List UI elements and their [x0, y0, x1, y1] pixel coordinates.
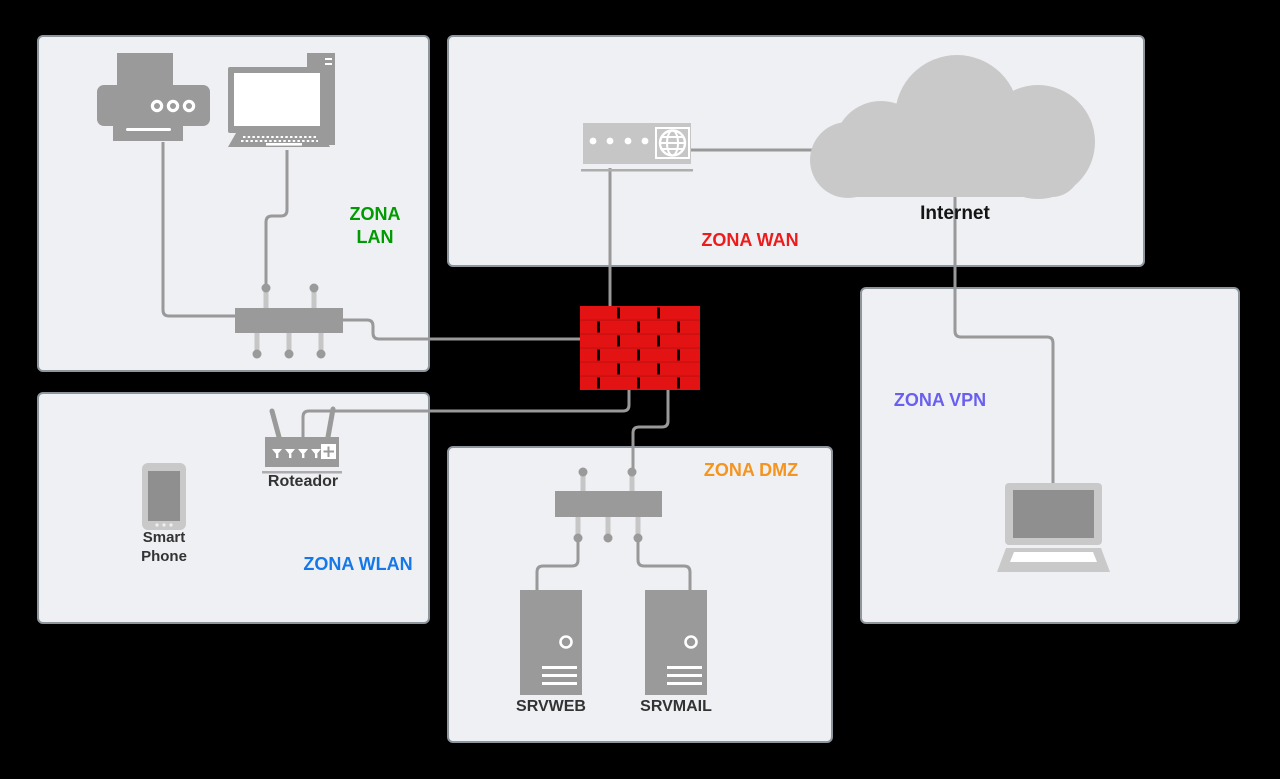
lan-switch-icon — [235, 283, 343, 359]
laptop-icon — [997, 483, 1110, 572]
printer-icon — [97, 53, 210, 141]
wireless-router-icon — [262, 406, 342, 474]
connection-firewall-dmzswitch — [631, 390, 670, 471]
dmz-switch-icon — [555, 467, 662, 543]
zone-wan-label: ZONA WAN — [701, 230, 799, 250]
connection-printer-switch — [161, 142, 236, 318]
srvweb-label: SRVWEB — [516, 698, 586, 715]
modem-icon — [581, 123, 693, 172]
zone-vpn-label: ZONA VPN — [893, 390, 987, 410]
zone-wlan-label: ZONA WLAN — [303, 554, 413, 574]
roteador-label: Roteador — [267, 473, 339, 490]
connection-dmzswitch-srvmail — [636, 540, 692, 592]
smartphone-label: Smart Phone — [141, 529, 187, 565]
server-srvweb-icon — [520, 590, 582, 695]
connection-lines — [161, 142, 1055, 592]
cloud-icon — [810, 55, 1095, 199]
smartphone-icon — [142, 463, 186, 530]
internet-label: Internet — [920, 203, 990, 224]
connection-dmzswitch-srvweb — [535, 540, 580, 592]
connection-cloud-laptop — [953, 196, 1055, 486]
connection-pc-switch — [264, 150, 289, 286]
srvmail-label: SRVMAIL — [640, 698, 712, 715]
zone-dmz-label: ZONA DMZ — [703, 460, 799, 480]
firewall-brick-wall-icon — [580, 306, 700, 390]
zone-lan-label: ZONA LAN — [349, 204, 401, 247]
zone-wlan-box — [37, 392, 430, 624]
desktop-computer-icon — [228, 53, 335, 147]
connection-router-firewall — [301, 390, 631, 441]
server-srvmail-icon — [645, 590, 707, 695]
connection-switch-firewall — [343, 318, 582, 341]
